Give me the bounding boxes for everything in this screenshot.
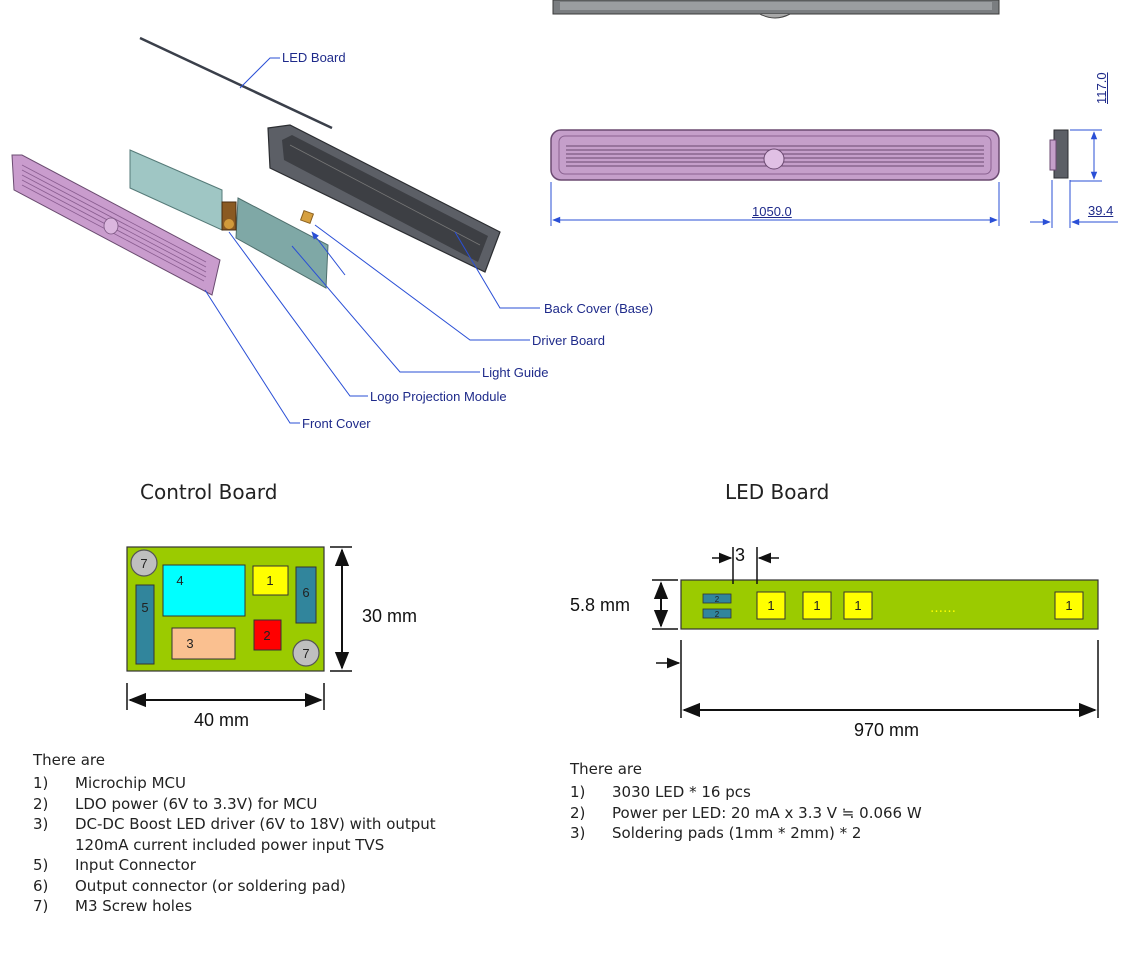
led-board-pcb	[680, 579, 1099, 630]
input-connector-block	[135, 584, 155, 665]
pad-block	[252, 565, 289, 596]
output-connector-label: 6	[302, 585, 309, 600]
control-notes-intro: There are	[33, 751, 105, 769]
control-note: 5)Input Connector	[33, 856, 196, 874]
control-board-notes: There are 1)Microchip MCU 2)LDO power (6…	[33, 751, 436, 917]
screw-hole-bottom-label: 7	[302, 646, 309, 661]
led-board-diagram: 2 2 1 1 1 …… 1	[652, 547, 1099, 718]
screw-hole-top	[130, 549, 158, 577]
control-note: 2)LDO power (6V to 3.3V) for MCU	[33, 794, 318, 813]
label-logo-projection-module: Logo Projection Module	[370, 389, 507, 404]
led-board-height: 5.8 mm	[570, 595, 631, 615]
ldo-block	[253, 619, 282, 651]
control-note: 3)DC-DC Boost LED driver (6V to 18V) wit…	[33, 815, 436, 833]
led-16	[1054, 591, 1084, 620]
control-note: 1)Microchip MCU	[33, 774, 186, 792]
led-3-label: 1	[854, 598, 861, 613]
led-note: 1)3030 LED * 16 pcs	[570, 783, 751, 801]
cad-length-value: 1050.0	[752, 204, 792, 219]
label-front-cover: Front Cover	[302, 416, 371, 431]
cad-depth-value: 39.4	[1088, 203, 1114, 218]
control-board-width: 40 mm	[194, 710, 250, 730]
control-note: 7)M3 Screw holes	[33, 897, 193, 915]
led-board-title: LED Board	[725, 480, 830, 504]
label-driver-board: Driver Board	[532, 333, 605, 348]
front-cover-part	[11, 154, 221, 296]
solder-pad-1	[702, 593, 732, 604]
back-cover-part	[267, 124, 501, 273]
led-16-label: 1	[1065, 598, 1072, 613]
control-note-continuation: 120mA current included power input TVS	[75, 835, 385, 854]
control-board-diagram: 7 7 4 1 5 6 3 2	[126, 546, 352, 710]
solder-pad-2	[702, 608, 732, 619]
label-led-board: LED Board	[282, 50, 346, 65]
exploded-view	[11, 36, 540, 424]
cad-height-value: 117.0	[1094, 72, 1109, 104]
logo-projection-module-part	[221, 201, 237, 231]
led-note: 2)Power per LED: 20 mA x 3.3 V ≒ 0.066 W	[570, 803, 922, 822]
mcu-label: 4	[176, 573, 183, 588]
output-connector-block	[295, 566, 317, 624]
solder-pad-1-label: 2	[715, 595, 720, 604]
cad-top-view	[552, 0, 1000, 19]
mcu-block	[162, 564, 246, 617]
led-2	[802, 591, 832, 620]
label-light-guide: Light Guide	[482, 365, 549, 380]
led-board-part	[139, 36, 333, 130]
driver-block	[171, 627, 236, 660]
screw-hole-bottom	[292, 639, 320, 667]
cad-side-view	[1030, 129, 1118, 228]
driver-label: 3	[186, 636, 193, 651]
ldo-label: 2	[263, 628, 270, 643]
led-pitch-value: 3	[735, 545, 746, 565]
solder-pad-2-label: 2	[715, 610, 720, 619]
control-board-height: 30 mm	[362, 606, 418, 626]
led-1	[756, 591, 786, 620]
label-back-cover: Back Cover (Base)	[544, 301, 654, 316]
led-2-label: 1	[813, 598, 820, 613]
led-3	[843, 591, 873, 620]
control-note: 6)Output connector (or soldering pad)	[33, 876, 346, 895]
led-note: 3)Soldering pads (1mm * 2mm) * 2	[570, 824, 862, 842]
cad-front-view	[550, 129, 1000, 226]
led-notes-intro: There are	[570, 760, 642, 778]
led-ellipsis: ……	[930, 601, 956, 616]
led-board-length: 970 mm	[854, 720, 920, 740]
led-board-notes: There are 1)3030 LED * 16 pcs 2)Power pe…	[570, 760, 922, 844]
control-board-title: Control Board	[140, 480, 278, 504]
pad-label: 1	[266, 573, 273, 588]
screw-hole-top-label: 7	[140, 556, 147, 571]
led-1-label: 1	[767, 598, 774, 613]
driver-board-part	[299, 209, 315, 225]
input-connector-label: 5	[141, 600, 148, 615]
